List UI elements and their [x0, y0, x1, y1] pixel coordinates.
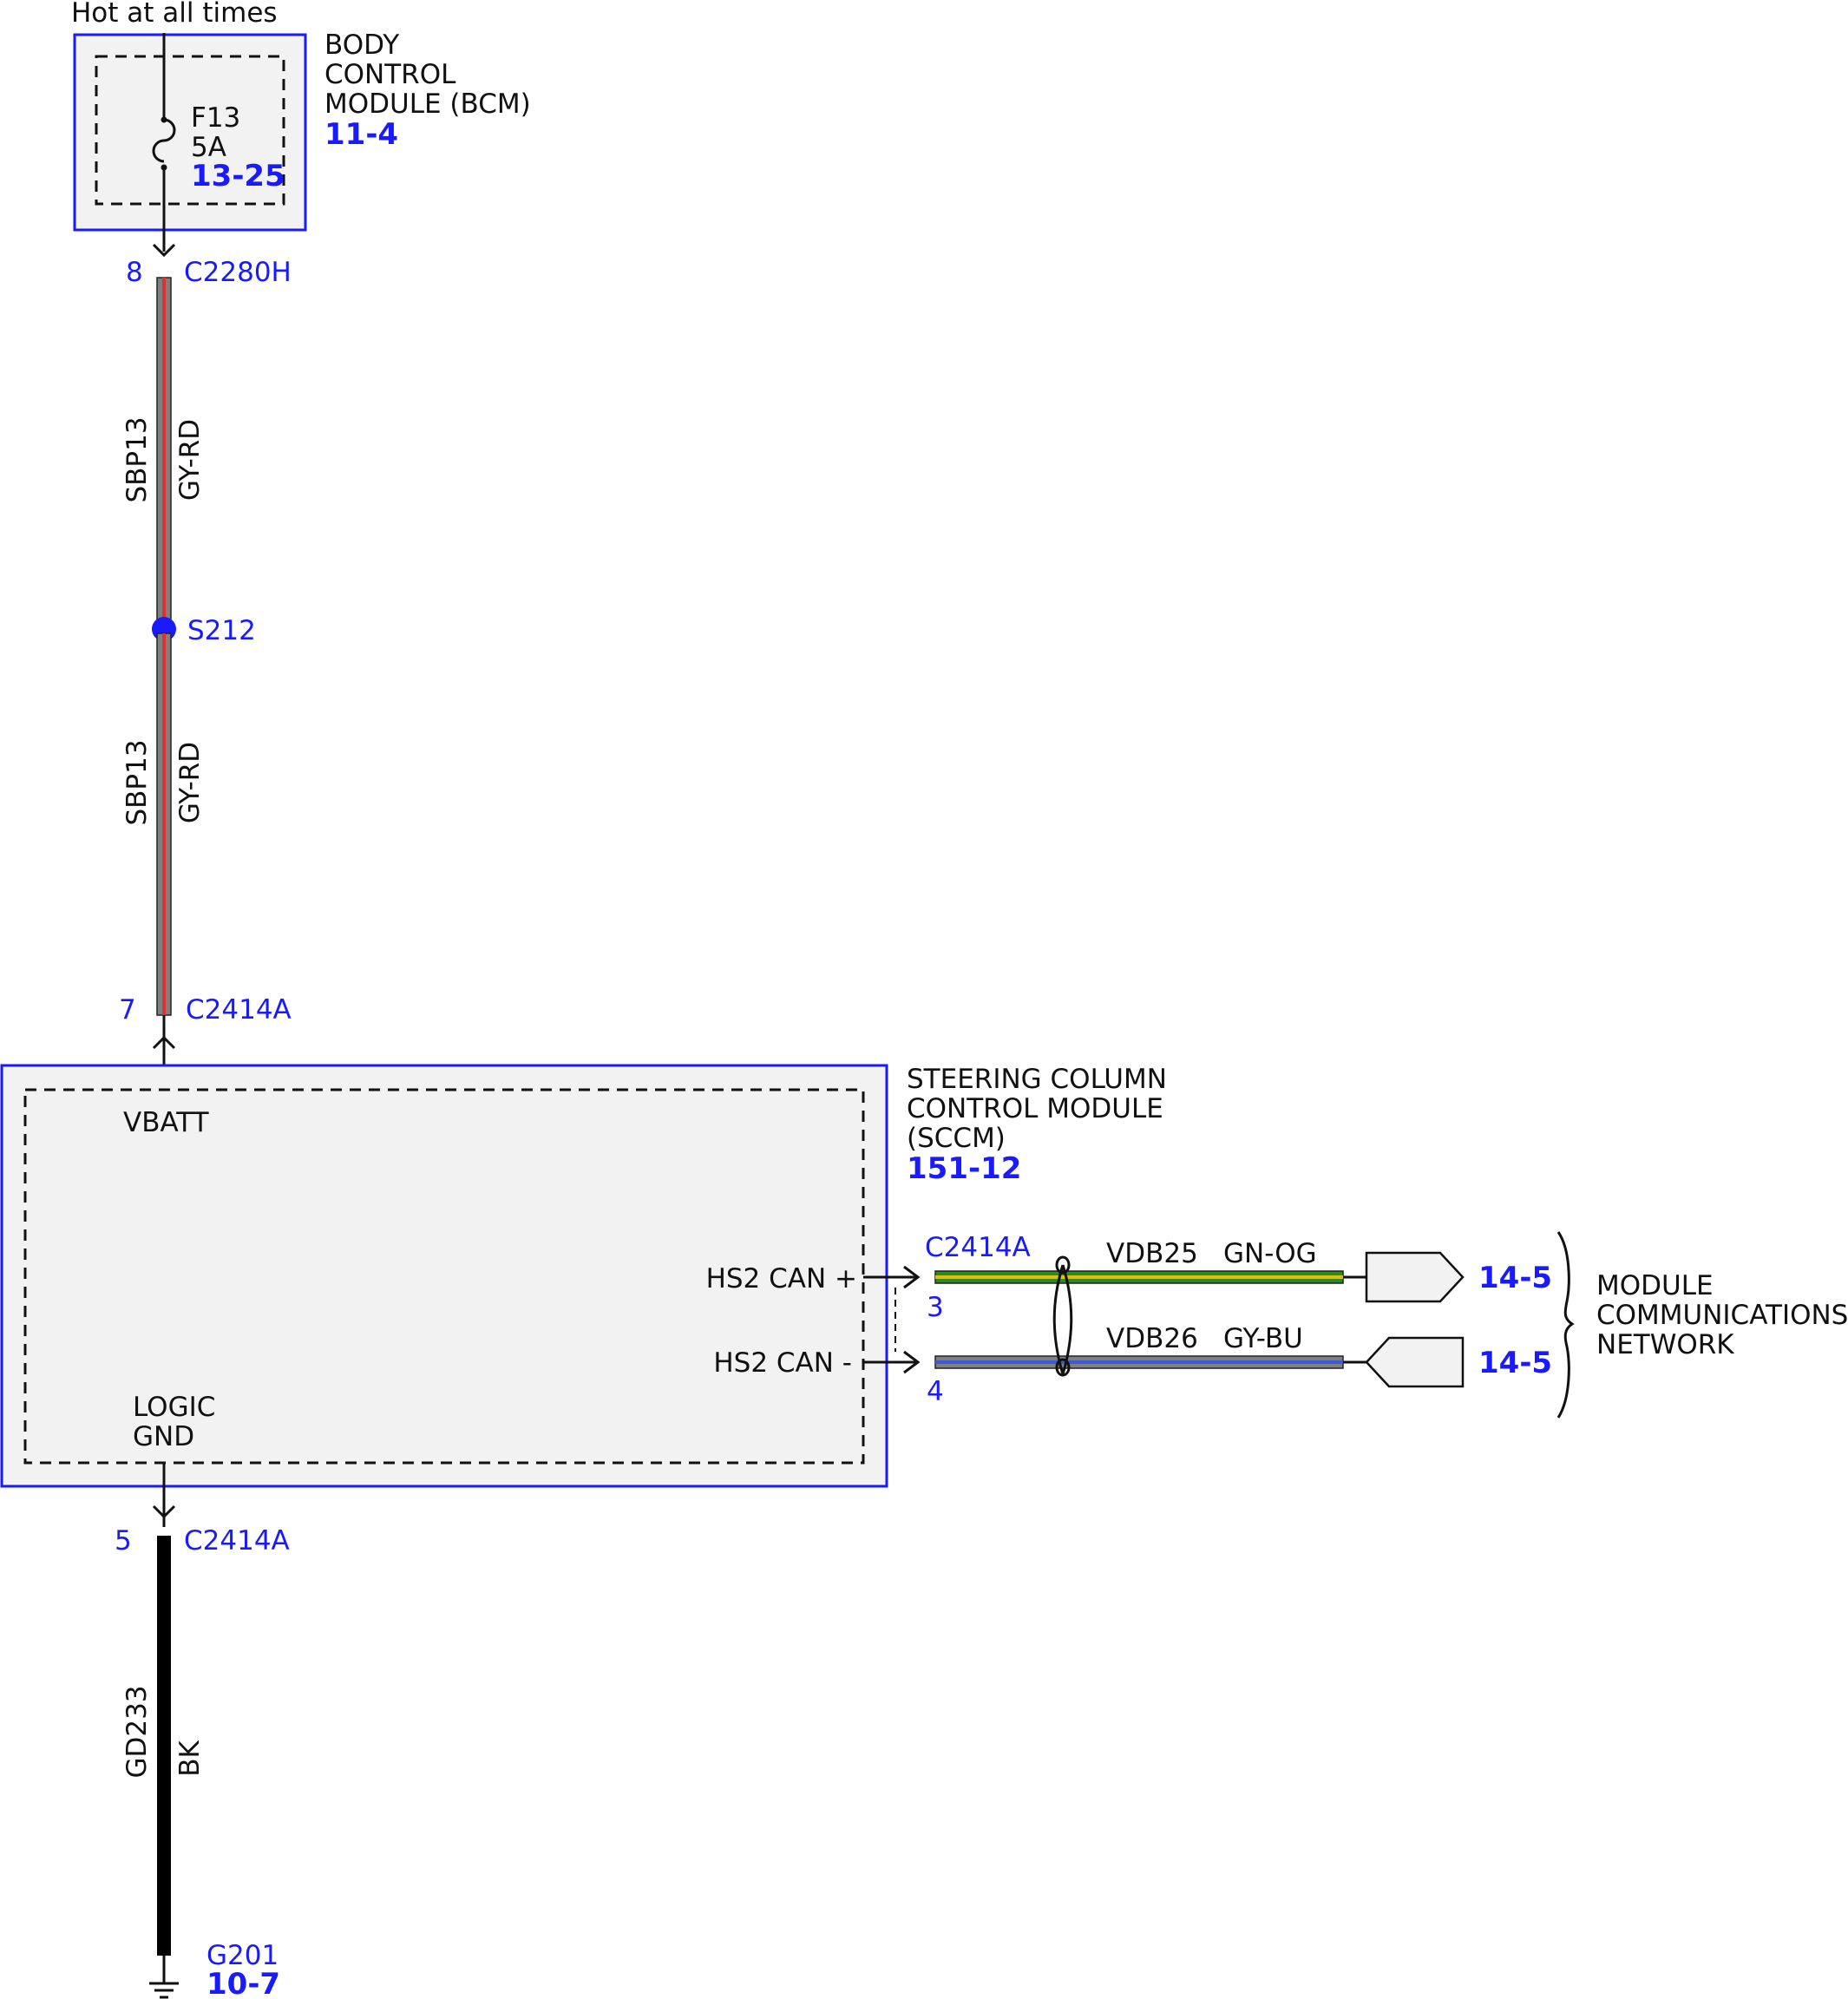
can-high-color-code: GN-OG	[1223, 1238, 1317, 1269]
fuse-name: F13	[191, 102, 240, 134]
can-low-pin: 4	[927, 1376, 944, 1407]
can-high-circuit: VDB25	[1106, 1238, 1198, 1269]
wire-sbp13-lower-stripe	[162, 633, 166, 1015]
ground-ref-link[interactable]: 10-7	[206, 1967, 280, 1999]
offpage-can-high-icon[interactable]	[1365, 1251, 1465, 1303]
wire-gd233[interactable]	[157, 1536, 171, 1956]
offpage-can-low-icon[interactable]	[1365, 1336, 1465, 1388]
connector-can-high-icon	[903, 1265, 921, 1289]
connector-vbatt-icon	[152, 1035, 176, 1050]
can-high-ref-link[interactable]: 14-5	[1478, 1261, 1552, 1295]
network-line-2: COMMUNICATIONS	[1596, 1300, 1848, 1331]
network-brace-icon	[1556, 1231, 1575, 1419]
connector-gnd-icon	[152, 1504, 176, 1519]
bcm-name-line-2: CONTROL	[324, 59, 456, 90]
connector-c2280h-icon	[152, 243, 176, 258]
sccm-pin-logic-gnd-line-2: GND	[133, 1421, 194, 1452]
sccm-pin-can-high: HS2 CAN +	[706, 1263, 857, 1294]
can-low-ref-link[interactable]: 14-5	[1478, 1346, 1552, 1380]
bcm-name-line-1: BODY	[324, 29, 399, 61]
sccm-name-line-2: CONTROL MODULE	[907, 1093, 1163, 1124]
sccm-module-box[interactable]	[0, 1064, 888, 1488]
bcm-internal-boundary	[95, 55, 285, 206]
bcm-name-line-3: MODULE (BCM)	[324, 88, 531, 120]
wire-sbp13-upper-stripe	[162, 278, 166, 625]
network-line-1: MODULE	[1596, 1270, 1714, 1301]
connector-c2280h-name[interactable]: C2280H	[184, 257, 292, 288]
network-line-3: NETWORK	[1596, 1329, 1734, 1360]
wire-vdb26-stripe	[935, 1360, 1343, 1364]
connector-vbatt-pin: 7	[119, 994, 136, 1026]
can-high-pin: 3	[927, 1292, 944, 1323]
wire-ground-color-code: BK	[174, 1740, 206, 1777]
wire-upper-color-code: GY-RD	[174, 419, 206, 501]
fuse-f13-icon[interactable]	[152, 118, 176, 163]
connector-c2280h-pin: 8	[126, 257, 143, 288]
twisted-pair-top-loop	[1055, 1255, 1071, 1275]
twisted-pair-bottom-loop	[1055, 1358, 1071, 1377]
power-label: Hot at all times	[71, 0, 278, 29]
sccm-ref-link[interactable]: 151-12	[907, 1151, 1021, 1186]
sccm-name-line-3: (SCCM)	[907, 1123, 1006, 1154]
wire-upper-circuit: SBP13	[121, 416, 153, 502]
can-low-circuit: VDB26	[1106, 1323, 1198, 1354]
sccm-pin-can-low: HS2 CAN -	[713, 1347, 852, 1379]
connector-can-low-icon	[903, 1350, 921, 1374]
sccm-internal-boundary	[23, 1088, 865, 1465]
fuse-terminal-top	[161, 116, 167, 123]
sccm-pin-logic-gnd-line-1: LOGIC	[133, 1392, 215, 1423]
sccm-name-line-1: STEERING COLUMN	[907, 1064, 1167, 1095]
wire-lower-circuit: SBP13	[121, 739, 153, 825]
connector-vbatt-name[interactable]: C2414A	[186, 994, 292, 1026]
bcm-module-box[interactable]	[73, 33, 307, 232]
fuse-rating: 5A	[191, 132, 226, 163]
connector-gnd-name[interactable]: C2414A	[184, 1525, 290, 1557]
ground-name: G201	[206, 1940, 279, 1971]
ground-icon	[149, 1982, 179, 1999]
can-connector-name[interactable]: C2414A	[925, 1232, 1031, 1263]
wire-ground-circuit: GD233	[121, 1685, 153, 1778]
splice-s212-name: S212	[187, 615, 256, 646]
connector-gnd-pin: 5	[115, 1525, 132, 1557]
bcm-ref-link[interactable]: 11-4	[324, 117, 398, 152]
sccm-pin-vbatt: VBATT	[123, 1107, 210, 1138]
can-low-color-code: GY-BU	[1223, 1323, 1303, 1354]
wire-lower-color-code: GY-RD	[174, 742, 206, 823]
fuse-ref-link[interactable]: 13-25	[191, 159, 285, 193]
wire-vdb25-stripe	[935, 1275, 1343, 1279]
